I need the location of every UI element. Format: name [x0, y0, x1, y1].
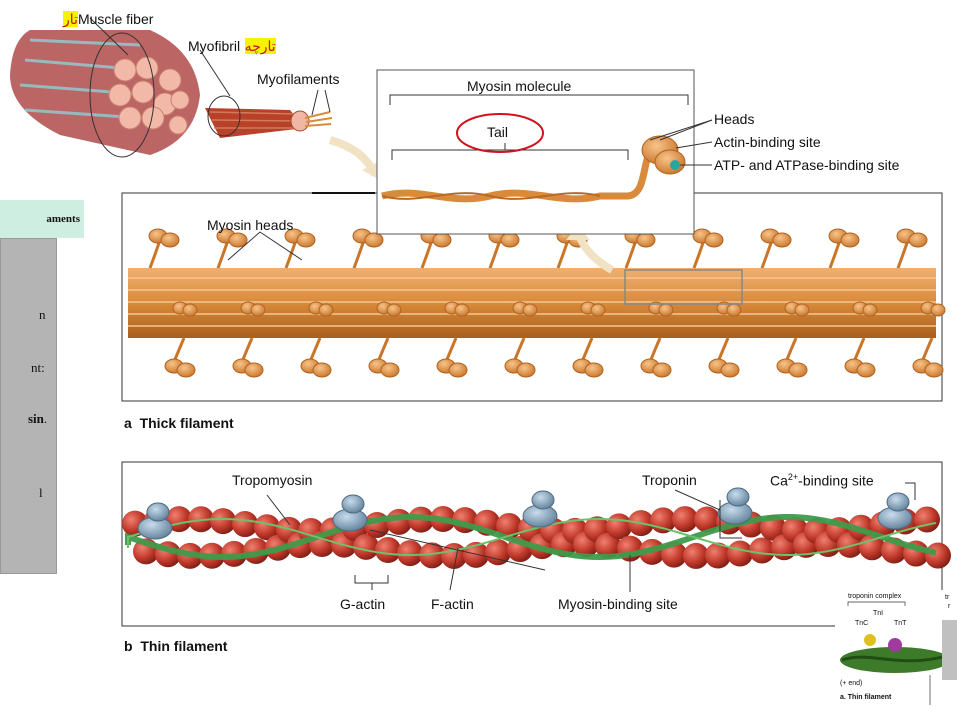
myosin-head: [229, 233, 247, 247]
g-actin-bead: [749, 537, 775, 563]
myofibril-rtl-label: تارچه: [245, 38, 276, 54]
myosin-head: [251, 304, 265, 316]
myosin-head: [705, 233, 723, 247]
myosin-head: [161, 233, 179, 247]
myosin-head: [925, 363, 943, 377]
myosin-head: [653, 363, 671, 377]
g-actin-bead: [210, 508, 236, 534]
g-actin-bead: [727, 541, 753, 567]
tail-label: Tail: [487, 124, 508, 140]
myosin-head: [795, 304, 809, 316]
g-actin-bead: [925, 543, 951, 569]
myosin-head: [857, 363, 875, 377]
side-panel-line-1: n: [39, 307, 46, 323]
troponin-subunit: [342, 495, 364, 513]
myosin-head: [245, 363, 263, 377]
myosin-head: [773, 233, 791, 247]
myosin-head: [449, 363, 467, 377]
side-panel-line-2: nt:: [31, 360, 45, 376]
myosin-head: [297, 233, 315, 247]
myosin-head: [313, 363, 331, 377]
thick-filament-caption: a Thick filament: [124, 415, 234, 431]
inset-caption: a. Thin filament: [840, 694, 891, 701]
side-panel-header: aments: [0, 200, 84, 238]
troponin-subunit: [887, 493, 909, 511]
f-actin-label: F-actin: [431, 596, 474, 612]
myosin-head: [931, 304, 945, 316]
myosin-head: [381, 363, 399, 377]
inset-tnc: TnC: [855, 620, 868, 627]
troponin-subunit: [147, 503, 169, 521]
side-panel-line-4: l: [39, 485, 43, 501]
myofilaments-label: Myofilaments: [257, 71, 339, 87]
g-actin-bead: [386, 509, 412, 535]
troponin-subunit: [727, 488, 749, 506]
myosin-head: [517, 363, 535, 377]
atp-binding-site-label: ATP- and ATPase-binding site: [714, 157, 899, 173]
muscle-fiber-label: تارMuscle fiber: [63, 11, 153, 29]
tropomyosin-label: Tropomyosin: [232, 472, 312, 488]
myosin-head: [585, 363, 603, 377]
inset-troponin-complex: troponin complex: [848, 593, 901, 600]
myosin-molecule-illustration: [377, 70, 712, 234]
myosin-head: [659, 304, 673, 316]
myosin-head: [863, 304, 877, 316]
myofibril-label: Myofibril تارچه: [188, 38, 276, 56]
inset-tni: TnI: [873, 610, 883, 617]
side-panel: n nt: sin. l: [0, 238, 57, 574]
myosin-binding-site-label: Myosin-binding site: [558, 596, 678, 612]
side-panel-line-3: sin.: [28, 411, 47, 427]
myosin-head: [183, 304, 197, 316]
g-actin-bead: [914, 506, 940, 532]
myosin-head: [591, 304, 605, 316]
myosin-heads-label: Myosin heads: [207, 217, 293, 233]
g-actin-label: G-actin: [340, 596, 385, 612]
g-actin-bead: [232, 511, 258, 537]
thin-filament-caption: b Thin filament: [124, 638, 227, 654]
g-actin-bead: [375, 537, 401, 563]
myosin-head: [455, 304, 469, 316]
myosin-head: [841, 233, 859, 247]
myosin-head: [721, 363, 739, 377]
inset-tnt: TnT: [894, 620, 906, 627]
myosin-head: [365, 233, 383, 247]
myosin-head: [789, 363, 807, 377]
inset-r: r: [948, 603, 950, 610]
myosin-head: [637, 233, 655, 247]
myosin-head: [387, 304, 401, 316]
myosin-head: [319, 304, 333, 316]
inset-tr: tr: [945, 594, 949, 601]
muscle-fiber-rtl-label: تار: [63, 11, 78, 27]
troponin-subunit: [532, 491, 554, 509]
myosin-head: [523, 304, 537, 316]
troponin-label: Troponin: [642, 472, 697, 488]
ca-binding-site-label: Ca2+-binding site: [770, 472, 874, 489]
myosin-molecule-label: Myosin molecule: [467, 78, 571, 94]
actin-binding-site-label: Actin-binding site: [714, 134, 821, 150]
g-actin-bead: [397, 540, 423, 566]
inset-thumbnail: [835, 590, 957, 707]
heads-label: Heads: [714, 111, 754, 127]
myosin-head: [727, 304, 741, 316]
myosin-head: [433, 233, 451, 247]
g-actin-bead: [606, 513, 632, 539]
myosin-head: [909, 233, 927, 247]
inset-plus-end: (+ end): [840, 680, 862, 687]
myosin-head: [501, 233, 519, 247]
myosin-head: [177, 363, 195, 377]
